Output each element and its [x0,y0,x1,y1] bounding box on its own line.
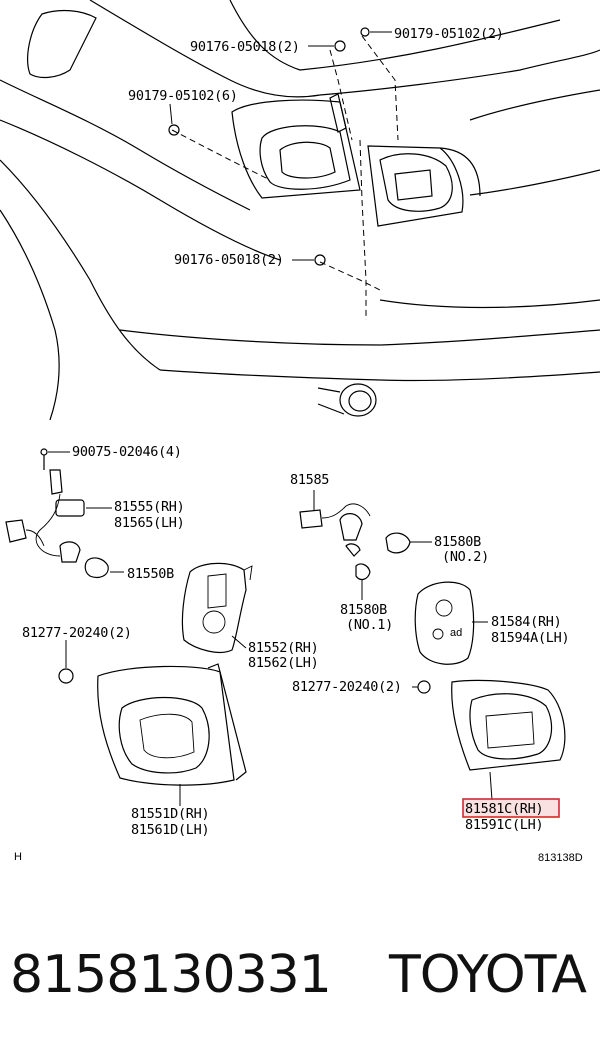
part-number: 8158130331 [10,945,332,1005]
footer: 8158130331 TOYOTA [0,930,600,1020]
callout-81550b: 81550B [127,566,174,582]
callout-81277-20240-left: 81277-20240(2) [22,625,132,641]
callout-90176-05018-upper: 90176-05018(2) [190,39,300,55]
callout-81591c-lh: 81591C(LH) [465,817,543,833]
callout-81581c-rh: 81581C(RH) [465,801,543,817]
callout-81565-lh: 81565(LH) [114,515,184,531]
callout-81584-rh: 81584(RH) [491,614,561,630]
svg-text:ad: ad [450,627,462,639]
callout-81551d-rh: 81551D(RH) [131,806,209,822]
callout-no2: (NO.2) [442,549,489,565]
callout-no1: (NO.1) [346,617,393,633]
callout-81561d-lh: 81561D(LH) [131,822,209,838]
callout-81555-rh: 81555(RH) [114,499,184,515]
callout-81277-20240-right: 81277-20240(2) [292,679,402,695]
callout-81562-lh: 81562(LH) [248,655,318,671]
figure-id: 813138D [538,852,583,864]
leader-lines [48,31,493,806]
callout-90179-05102-six: 90179-05102(6) [128,88,238,104]
callout-81594a-lh: 81594A(LH) [491,630,569,646]
callout-81552-rh: 81552(RH) [248,640,318,656]
vehicle-rear-illustration [0,0,600,421]
exploded-parts-illustration: ad [5,448,566,786]
parts-diagram: ad 90176-05018(2) 90179-05102(2) 90179-0… [0,0,600,864]
callout-90075-02046: 90075-02046(4) [72,444,182,460]
corner-marker: H [14,851,22,863]
callout-81580b-no1: 81580B [340,602,387,618]
brand-name: TOYOTA [389,945,587,1005]
callout-81580b-no2: 81580B [434,534,481,550]
callouts: 90176-05018(2) 90179-05102(2) 90179-0510… [14,26,583,864]
callout-90176-05018-lower: 90176-05018(2) [174,252,284,268]
selected-part-highlight [462,798,560,818]
callout-81585: 81585 [290,472,329,488]
callout-90179-05102-two: 90179-05102(2) [394,26,504,42]
